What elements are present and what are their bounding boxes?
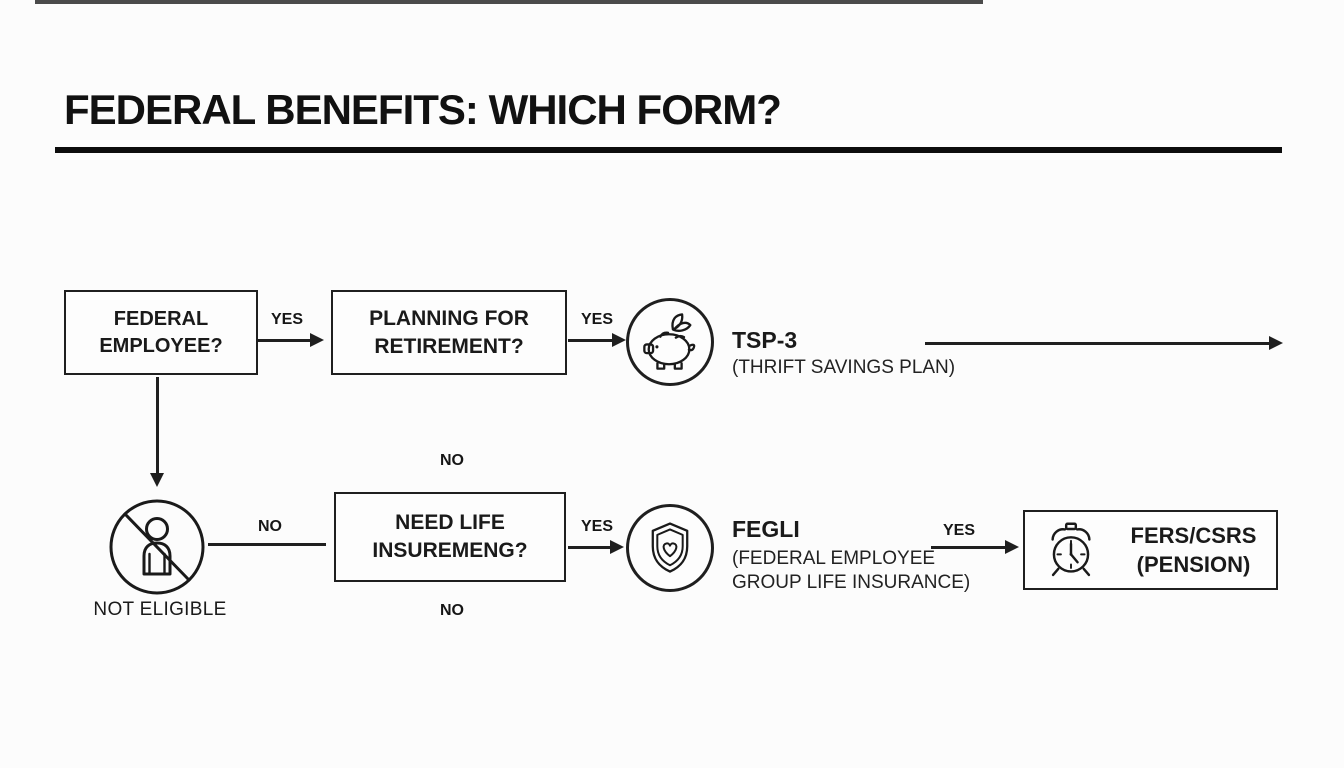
- node-planning-retirement: PLANNING FOR RETIREMENT?: [331, 290, 567, 375]
- arrow-line: [931, 546, 1005, 549]
- node-fers-csrs: FERS/CSRS (PENSION): [1023, 510, 1278, 590]
- top-crop-bar: [35, 0, 983, 4]
- piggy-bank-icon: [626, 298, 714, 386]
- node-federal-employee: FEDERAL EMPLOYEE?: [64, 290, 258, 375]
- arrowhead-right-icon: [612, 333, 626, 347]
- page-title: FEDERAL BENEFITS: WHICH FORM?: [64, 86, 782, 133]
- arrowhead-down-icon: [150, 473, 164, 487]
- arrowhead-right-icon: [310, 333, 324, 347]
- not-eligible-label: NOT ELIGIBLE: [93, 599, 227, 620]
- arrow-line-down: [156, 377, 159, 474]
- edge-label-no-below: NO: [440, 602, 464, 619]
- arrowhead-right-icon: [1269, 336, 1283, 350]
- arrowhead-right-icon: [1005, 540, 1019, 554]
- outcome-tsp-subtitle: (THRIFT SAVINGS PLAN): [732, 357, 956, 378]
- fers-csrs-label: FERS/CSRS (PENSION): [1130, 522, 1257, 577]
- outcome-tsp-title: TSP-3: [732, 327, 798, 353]
- node-need-life-insurance: NEED LIFE INSUREMENG?: [334, 492, 566, 582]
- outcome-fegli-subtitle: (FEDERAL EMPLOYEE GROUP LIFE INSURANCE): [732, 548, 971, 593]
- arrowhead-right-icon: [610, 540, 624, 554]
- no-person-icon: [107, 497, 207, 597]
- edge-label-no-to-insurance: NO: [258, 518, 282, 535]
- edge-label-yes-retirement: YES: [580, 311, 613, 328]
- arrow-line: [568, 546, 610, 549]
- edge-label-yes-insurance: YES: [580, 518, 613, 535]
- outcome-fegli-title: FEGLI: [732, 516, 800, 542]
- edge-label-no-above: NO: [440, 452, 464, 469]
- arrow-line: [568, 339, 612, 342]
- edge-label-yes-fegli: YES: [942, 522, 975, 539]
- arrow-line-long: [925, 342, 1271, 345]
- title-underline: [55, 147, 1282, 153]
- shield-heart-icon: [626, 504, 714, 592]
- alarm-clock-icon: [1043, 489, 1099, 611]
- edge-label-yes-employee: YES: [270, 311, 303, 328]
- connector-line: [208, 543, 326, 546]
- arrow-line: [258, 339, 310, 342]
